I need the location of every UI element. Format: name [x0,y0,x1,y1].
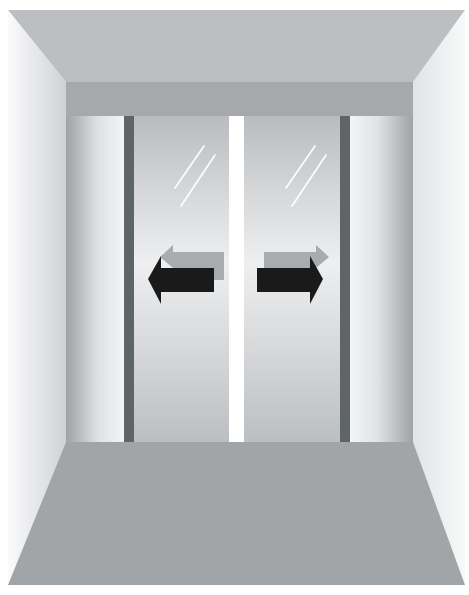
door-gap [229,116,244,442]
right-door-edge [340,116,350,442]
left-door-frame [66,116,124,442]
ceiling [8,10,465,82]
door-header-band [66,82,413,116]
left-door-edge [124,116,134,442]
right-door-frame [350,116,413,442]
floor [8,442,465,585]
